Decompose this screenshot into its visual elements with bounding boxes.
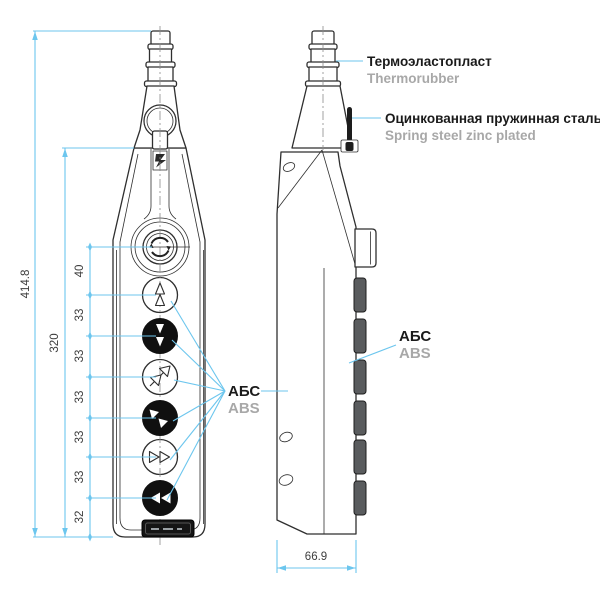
front-view bbox=[112, 26, 206, 546]
side-estop-profile bbox=[354, 228, 377, 268]
callout-spring-steel: Оцинкованная пружинная сталь Spring stee… bbox=[385, 111, 600, 143]
side-button-profile bbox=[353, 439, 367, 475]
thermorubber-label-ru: Термоэластопласт bbox=[367, 54, 492, 69]
abs-front-label-ru: АБС bbox=[228, 383, 260, 400]
dimension-button-pitch-chain: 40 33 33 33 33 33 32 bbox=[74, 242, 156, 542]
abs-side-label-ru: АБС bbox=[399, 328, 431, 345]
dim-pitch-2: 33 bbox=[74, 309, 86, 322]
dim-pitch-4: 33 bbox=[74, 391, 86, 404]
side-crease-left bbox=[277, 149, 323, 209]
dim-depth-value: 66.9 bbox=[305, 551, 327, 563]
dim-pitch-7: 32 bbox=[74, 511, 86, 524]
double-arrow-down-icon bbox=[156, 324, 164, 347]
spring-steel-label-ru: Оцинкованная пружинная сталь bbox=[385, 111, 600, 126]
side-button-profiles bbox=[353, 277, 367, 516]
callout-abs-side: АБС ABS bbox=[399, 328, 431, 362]
side-button-profile bbox=[353, 359, 367, 395]
side-button-profile bbox=[353, 277, 367, 313]
dim-pitch-1: 40 bbox=[74, 265, 86, 278]
double-arrow-down-right-icon bbox=[149, 409, 168, 428]
dimension-depth: 66.9 bbox=[276, 540, 357, 573]
dim-overall-height-value: 414.8 bbox=[20, 270, 32, 299]
leader-abs-front-fan bbox=[166, 300, 288, 501]
callout-abs-front: АБС ABS bbox=[228, 383, 260, 417]
dim-pitch-5: 33 bbox=[74, 431, 86, 444]
spring-steel-clip bbox=[340, 107, 359, 153]
callout-thermorubber: Термоэластопласт Thermorubber bbox=[367, 54, 492, 86]
abs-side-label-en: ABS bbox=[399, 345, 431, 362]
screw-boss-top bbox=[282, 162, 296, 172]
dimension-body-height: 320 bbox=[49, 147, 134, 537]
side-body bbox=[276, 151, 357, 535]
dim-body-height-value: 320 bbox=[49, 333, 61, 352]
nameplate bbox=[141, 519, 195, 538]
double-arrow-up-icon bbox=[154, 282, 166, 307]
abs-front-label-en: ABS bbox=[228, 400, 260, 417]
side-button-profile bbox=[353, 318, 367, 354]
front-inner-panel-2 bbox=[116, 250, 204, 524]
dim-pitch-6: 33 bbox=[74, 471, 86, 484]
dim-pitch-3: 33 bbox=[74, 350, 86, 363]
dimension-overall-height: 414.8 bbox=[20, 30, 151, 538]
side-view bbox=[276, 26, 377, 535]
front-center-rib bbox=[143, 149, 177, 220]
spring-steel-label-en: Spring steel zinc plated bbox=[385, 128, 536, 143]
side-crease-right bbox=[321, 149, 356, 265]
side-button-profile bbox=[353, 480, 367, 516]
leader-abs-side bbox=[348, 344, 397, 364]
double-arrow-up-right-icon bbox=[149, 365, 171, 387]
screw-boss-mid bbox=[279, 431, 293, 443]
side-cable-gland bbox=[291, 30, 353, 149]
side-button-profile bbox=[353, 400, 367, 436]
callout-leaders bbox=[166, 60, 397, 501]
screw-boss-bottom bbox=[278, 474, 294, 486]
thermorubber-label-en: Thermorubber bbox=[367, 71, 460, 86]
